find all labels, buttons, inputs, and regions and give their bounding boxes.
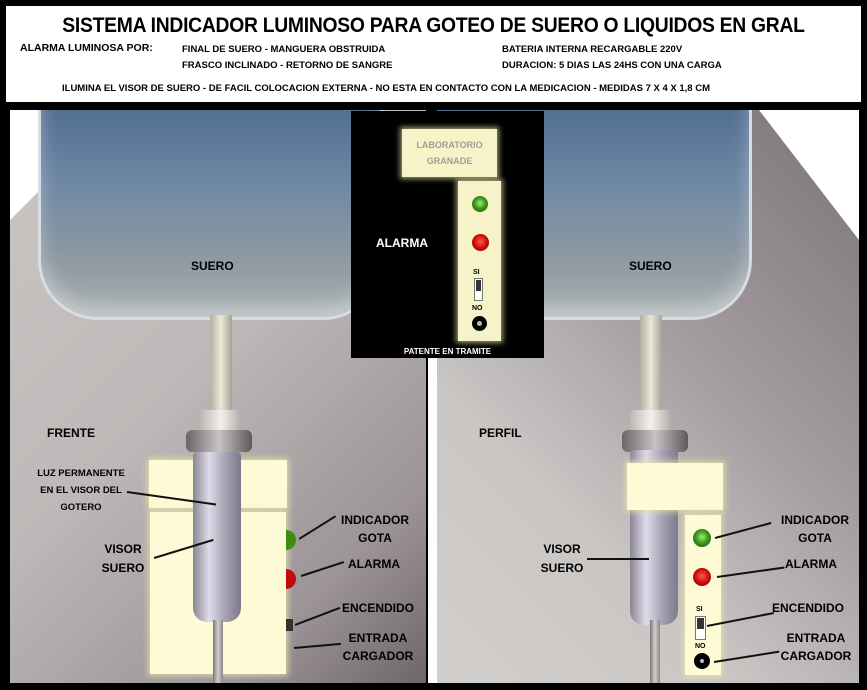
leader-line [300, 561, 345, 577]
bag-label: SUERO [191, 259, 234, 273]
indicator-label-2: GOTA [798, 531, 832, 545]
alarm-label: ALARMA LUMINOSA POR: [20, 42, 153, 54]
device-top-right [241, 460, 287, 508]
switch-knob [697, 618, 704, 629]
view-label-side: PERFIL [479, 426, 522, 440]
device-strip: SI NO [458, 181, 501, 341]
device-diagram-panel: LABORATORIO GRANADE SI NO ALARMA PATENTE… [351, 111, 544, 358]
indicator-label-1: INDICADOR [781, 513, 849, 527]
jack-pin [700, 659, 704, 663]
brand-line-2: GRANADE [426, 156, 473, 166]
alarm-label: ALARMA [348, 557, 400, 571]
visor-label-2: SUERO [101, 561, 145, 575]
light-label-3: GOTERO [60, 502, 102, 513]
leader-line [716, 566, 785, 578]
drop-indicator-led [693, 529, 711, 547]
iv-hose [213, 620, 223, 683]
leader-line [298, 515, 336, 540]
light-label-1: LUZ PERMANENTE [37, 468, 125, 479]
visor-label-1: VISOR [104, 542, 142, 556]
drip-cap-ring [622, 430, 688, 452]
switch-on-label: SI [696, 606, 703, 613]
switch-off-label: NO [472, 305, 483, 312]
indicator-label-2: GOTA [358, 531, 392, 545]
drop-indicator-led [472, 196, 488, 212]
brand-line-1: LABORATORIO [416, 140, 483, 150]
page-title: SISTEMA INDICADOR LUMINOSO PARA GOTEO DE… [62, 14, 805, 37]
leader-line [713, 650, 780, 663]
features-line: ILUMINA EL VISOR DE SUERO - DE FACIL COL… [62, 83, 710, 94]
jack-pin [477, 321, 482, 326]
divider [428, 358, 437, 683]
drip-cap-ring [186, 430, 252, 452]
duration-info: DURACION: 5 DIAS LAS 24HS CON UNA CARGA [502, 60, 722, 71]
charger-jack [472, 316, 487, 331]
alarm-label: ALARMA [785, 557, 837, 571]
alarm-led [286, 569, 296, 589]
charger-jack [694, 653, 710, 669]
leader-line [293, 642, 341, 649]
alarm-led [472, 234, 489, 251]
switch-on-label: SI [473, 269, 480, 276]
power-switch [286, 619, 293, 631]
alarm-label: ALARMA [376, 236, 428, 250]
header-panel: SISTEMA INDICADOR LUMINOSO PARA GOTEO DE… [6, 6, 861, 102]
device-top [627, 463, 723, 510]
indicator-label-1: INDICADOR [341, 513, 409, 527]
charger-label-1: ENTRADA [786, 631, 846, 645]
switch-knob [476, 280, 481, 291]
patent-label: PATENTE EN TRAMITE [403, 347, 492, 356]
power-switch [695, 616, 706, 640]
brand-box: LABORATORIO GRANADE [402, 129, 497, 177]
battery-info: BATERIA INTERNA RECARGABLE 220V [502, 44, 683, 55]
leader-line [294, 606, 341, 626]
power-label: ENCENDIDO [772, 601, 845, 615]
charger-label-2: CARGADOR [342, 649, 414, 663]
white-corner [759, 110, 859, 240]
leader-line [587, 558, 649, 560]
switch-off-label: NO [695, 643, 706, 650]
alarm-causes-line2: FRASCO INCLINADO - RETORNO DE SANGRE [182, 60, 393, 71]
visor-label-1: VISOR [543, 542, 581, 556]
light-label-2: EN EL VISOR DEL [40, 485, 122, 496]
charger-label-1: ENTRADA [348, 631, 408, 645]
alarm-led [693, 568, 711, 586]
charger-label-2: CARGADOR [780, 649, 852, 663]
bag-stem [210, 315, 232, 415]
power-switch [474, 278, 483, 301]
power-label: ENCENDIDO [342, 601, 415, 615]
visor-label-2: SUERO [540, 561, 584, 575]
view-label-front: FRENTE [47, 426, 95, 440]
drip-chamber [193, 452, 241, 622]
iv-hose [650, 620, 660, 683]
leader-line [714, 522, 772, 539]
alarm-causes-line1: FINAL DE SUERO - MANGUERA OBSTRUIDA [182, 44, 386, 55]
drop-indicator-led [286, 530, 296, 550]
bag-label: SUERO [629, 259, 672, 273]
bag-stem [640, 315, 662, 415]
serum-bag [38, 110, 383, 320]
